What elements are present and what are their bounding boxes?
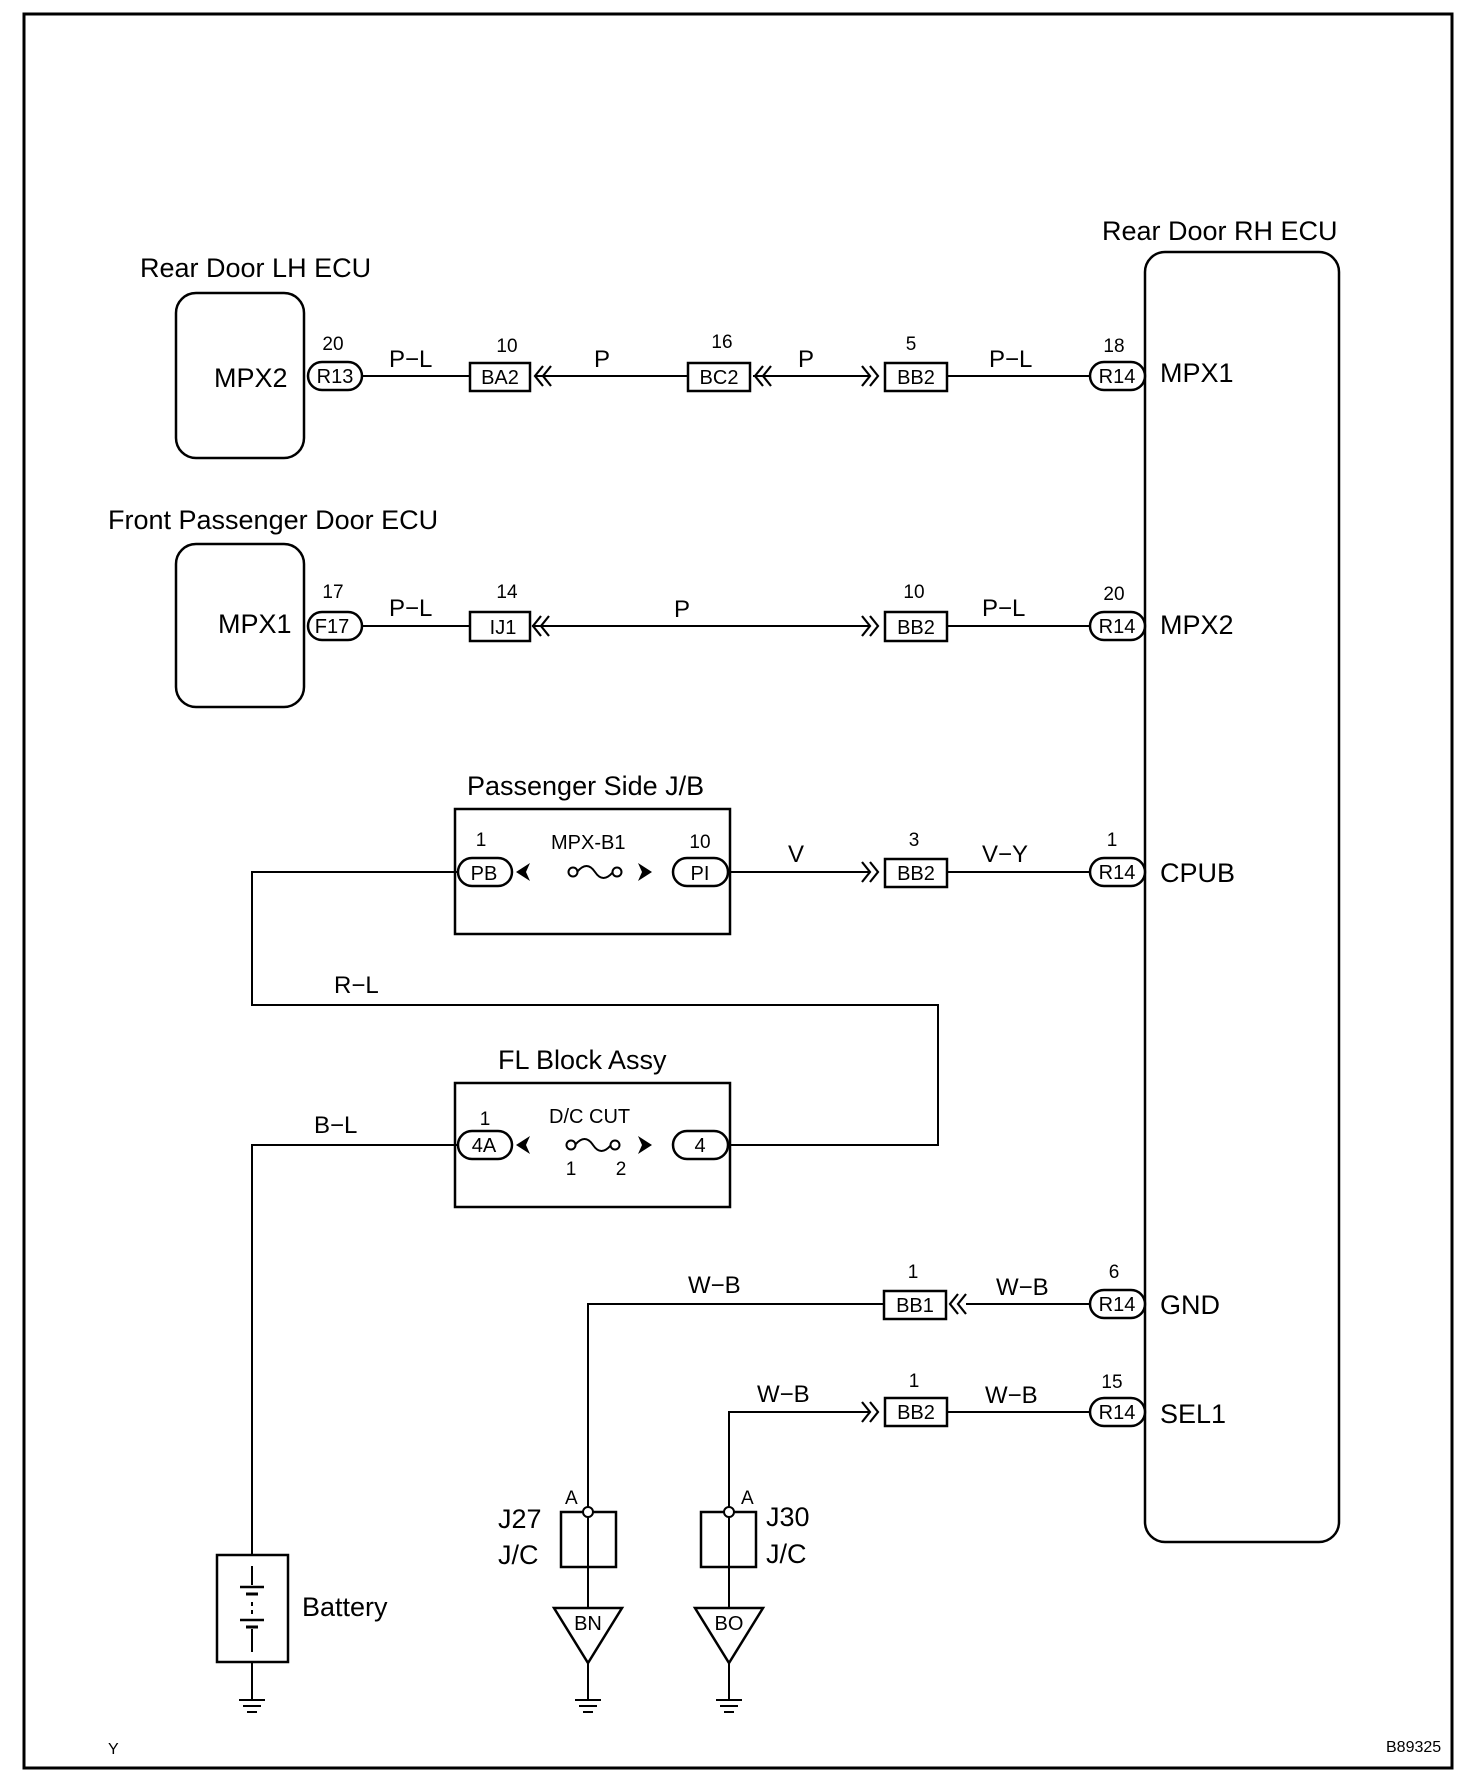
r14-mpx1-pin-number: 18: [1103, 336, 1124, 357]
r14-gnd-pin-number: 6: [1109, 1262, 1120, 1283]
rear-door-rh-ecu-title: Rear Door RH ECU: [1102, 216, 1338, 246]
r13-connector: R13: [317, 366, 354, 388]
rl-wire-label: R−L: [334, 972, 379, 999]
r14-mpx2-connector: R14: [1099, 616, 1136, 638]
row1-wiring: R13 20 P−L BA2 10 P BC2 16 P BB2 5 P−L R…: [306, 332, 1147, 393]
row2-wiring: F17 17 P−L IJ1 14 P BB2 10 P−L R14 20: [306, 582, 1147, 643]
row3-wire-2: V−Y: [982, 841, 1028, 868]
gnd-wire-1: W−B: [688, 1272, 741, 1299]
passenger-side-jb: Passenger Side J/B PB 1 MPX-B1 PI 10: [453, 771, 732, 936]
rl-wire: R−L: [251, 871, 939, 1146]
page-frame: [22, 12, 1454, 1770]
r14-mpx1-connector: R14: [1099, 366, 1136, 388]
rh-pin-sel1: SEL1: [1160, 1399, 1226, 1429]
gnd-wiring: BB1 1 W−B W−B R14 6: [587, 1262, 1147, 1512]
ij1-connector: IJ1: [490, 617, 517, 639]
bb2-row3-pin-number: 3: [909, 830, 920, 851]
bb2-sel-pin-number: 1: [909, 1371, 920, 1392]
sel1-wiring: BB2 1 W−B W−B R14 15: [728, 1371, 1147, 1512]
rear-door-rh-ecu: Rear Door RH ECU MPX1 MPX2 CPUB GND SEL1: [1102, 216, 1341, 1544]
r13-pin-number: 20: [322, 334, 343, 355]
front-passenger-door-ecu: Front Passenger Door ECU MPX1: [108, 505, 438, 709]
r14-sel1-connector: R14: [1099, 1402, 1136, 1424]
passenger-side-jb-title: Passenger Side J/B: [467, 771, 704, 801]
battery: Battery: [215, 1553, 388, 1713]
bo-ground-label: BO: [715, 1613, 744, 1635]
bb2-row2-pin-number: 10: [903, 582, 924, 603]
4a-connector: 4A: [472, 1135, 497, 1157]
row1-wire-2: P: [594, 346, 610, 373]
row3-wiring: V BB2 3 V−Y R14 1: [730, 830, 1147, 889]
sel-wire-2: W−B: [985, 1382, 1038, 1409]
gnd-wire-2: W−B: [996, 1274, 1049, 1301]
bn-ground-label: BN: [574, 1613, 602, 1635]
r14-mpx2-pin-number: 20: [1103, 584, 1124, 605]
ba2-pin-number: 10: [496, 336, 517, 357]
bb2-row1-connector: BB2: [897, 367, 935, 389]
bb1-pin-number: 1: [908, 1262, 919, 1283]
footer-left-code: Y: [108, 1741, 119, 1758]
j27-junction: A J27 J/C BN: [498, 1488, 625, 1713]
r14-cpub-pin-number: 1: [1107, 830, 1118, 851]
j27-name: J27: [498, 1504, 542, 1534]
row2-wire-1: P−L: [389, 595, 432, 622]
bb2-row1-pin-number: 5: [906, 334, 917, 355]
rh-pin-cpub: CPUB: [1160, 858, 1235, 888]
row1-wire-3: P: [798, 346, 814, 373]
bl-wire: B−L: [251, 1112, 458, 1555]
fl-block-assy-title: FL Block Assy: [498, 1045, 667, 1075]
pb-connector: PB: [471, 863, 498, 885]
f17-connector: F17: [315, 616, 349, 638]
bl-wire-label: B−L: [314, 1112, 357, 1139]
j27-pin: A: [565, 1488, 578, 1509]
front-pin-mpx1: MPX1: [218, 609, 292, 639]
dc-cut-pin-2: 2: [616, 1159, 627, 1180]
rear-door-lh-ecu-title: Rear Door LH ECU: [140, 253, 371, 283]
j30-type: J/C: [766, 1539, 807, 1569]
lh-pin-mpx2: MPX2: [214, 363, 288, 393]
pi-connector: PI: [691, 863, 710, 885]
pb-pin-number: 1: [476, 830, 487, 851]
row1-wire-1: P−L: [389, 346, 432, 373]
4-connector: 4: [694, 1135, 705, 1157]
row2-wire-3: P−L: [982, 595, 1025, 622]
row3-wire-1: V: [788, 841, 804, 868]
j30-name: J30: [766, 1502, 810, 1532]
bc2-pin-number: 16: [711, 332, 732, 353]
bc2-connector: BC2: [700, 367, 739, 389]
dc-cut-pin-1: 1: [566, 1159, 577, 1180]
f17-pin-number: 17: [322, 582, 343, 603]
r14-cpub-connector: R14: [1099, 862, 1136, 884]
r14-gnd-connector: R14: [1099, 1294, 1136, 1316]
4a-pin-number: 1: [480, 1109, 491, 1130]
rear-door-lh-ecu: Rear Door LH ECU MPX2: [140, 253, 371, 460]
pi-pin-number: 10: [689, 832, 710, 853]
footer-right-code: B89325: [1386, 1739, 1441, 1756]
bb2-row3-connector: BB2: [897, 863, 935, 885]
ba2-connector: BA2: [481, 367, 519, 389]
battery-label: Battery: [302, 1592, 388, 1622]
j30-junction: A J30 J/C BO: [692, 1488, 810, 1713]
fl-block-assy: FL Block Assy 4A 1 D/C CUT 1 2 4: [453, 1045, 732, 1209]
sel-wire-1: W−B: [757, 1381, 810, 1408]
row1-wire-4: P−L: [989, 346, 1032, 373]
row2-wire-2: P: [674, 596, 690, 623]
j30-pin: A: [741, 1488, 754, 1509]
front-passenger-door-ecu-title: Front Passenger Door ECU: [108, 505, 438, 535]
j27-type: J/C: [498, 1540, 539, 1570]
r14-sel1-pin-number: 15: [1101, 1372, 1122, 1393]
bb2-row2-connector: BB2: [897, 617, 935, 639]
bb2-sel-connector: BB2: [897, 1402, 935, 1424]
bb1-connector: BB1: [896, 1295, 934, 1317]
dc-cut-fuse-label: D/C CUT: [549, 1106, 630, 1128]
rh-pin-gnd: GND: [1160, 1290, 1220, 1320]
rh-pin-mpx2: MPX2: [1160, 610, 1234, 640]
rh-pin-mpx1: MPX1: [1160, 358, 1234, 388]
mpx-b1-fuse-label: MPX-B1: [551, 832, 625, 854]
ij1-pin-number: 14: [496, 582, 518, 603]
